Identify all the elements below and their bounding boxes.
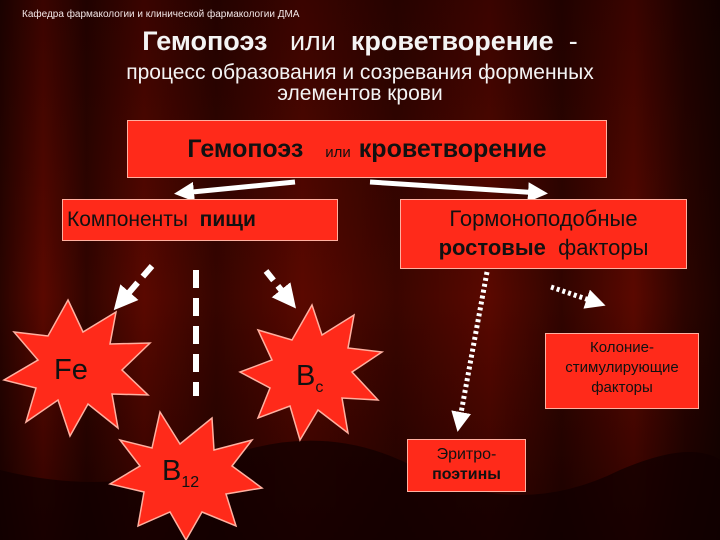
arrow-to-hormones [369, 179, 548, 203]
header-caption: Кафедра фармакологии и клинической фарма… [22, 9, 300, 20]
hormone-line-2: ростовые факторы [401, 233, 686, 262]
title-dash: - [568, 26, 578, 56]
food-components-box: Компоненты пищи [62, 199, 338, 241]
hemopoiesis-box: Гемопоэз или кроветворение [127, 120, 607, 178]
subtitle-line-2: элементов крови [277, 82, 443, 105]
arrow-to-components [174, 179, 296, 202]
colony-stimulating-factors-box: Колоние- стимулирующие факторы [545, 333, 699, 409]
b12-star-shape [108, 410, 264, 540]
center-word-hemopoesis: Гемопоэз [187, 135, 304, 163]
bc-label-main: B [296, 360, 316, 392]
colony-line-2: стимулирующие [565, 359, 679, 376]
erythropoietins-box: Эритро- поэтины [407, 439, 526, 492]
hormone-like-factors-box: Гормоноподобные ростовые факторы [400, 199, 687, 269]
arrow-to-fe [113, 264, 155, 311]
slide-title: Гемопоэз или кроветворение - [0, 26, 720, 57]
arrow-to-bc [263, 269, 296, 309]
title-word-blood-formation: кроветворение [350, 26, 554, 56]
components-label: Компоненты [67, 208, 188, 231]
bc-star-shape [238, 303, 385, 442]
fe-label: Fe [54, 354, 88, 386]
center-word-or: или [325, 144, 351, 161]
erythro-line-1: Эритро- [436, 446, 497, 463]
subtitle-line-1: процесс образования и созревания форменн… [126, 61, 594, 84]
slide-subtitle: процесс образования и созревания форменн… [0, 62, 720, 104]
arrow-to-colony-factors [550, 284, 606, 309]
b12-label-main: B [162, 455, 182, 487]
bc-label-sub: c [315, 378, 324, 396]
erythro-bold-word: поэтины [432, 466, 501, 483]
arrow-to-erythropoietins [451, 271, 490, 432]
fe-star-shape [2, 298, 152, 438]
hormone-line-1: Гормоноподобные [449, 206, 638, 231]
components-bold-word: пищи [199, 208, 256, 231]
title-word-hemopoesis: Гемопоэз [142, 26, 268, 56]
bc-label: Bc [296, 360, 323, 397]
hormone-bold-word: ростовые [438, 235, 546, 260]
colony-line-1: Колоние- [589, 339, 654, 356]
b12-label-sub: 12 [181, 473, 200, 491]
hormone-rest-word: факторы [558, 235, 649, 260]
center-word-blood-formation: кроветворение [358, 135, 547, 163]
colony-line-3: факторы [591, 379, 653, 396]
b12-label: B12 [162, 455, 199, 492]
erythro-line-2: поэтины [408, 465, 525, 485]
title-word-or: или [289, 26, 336, 56]
